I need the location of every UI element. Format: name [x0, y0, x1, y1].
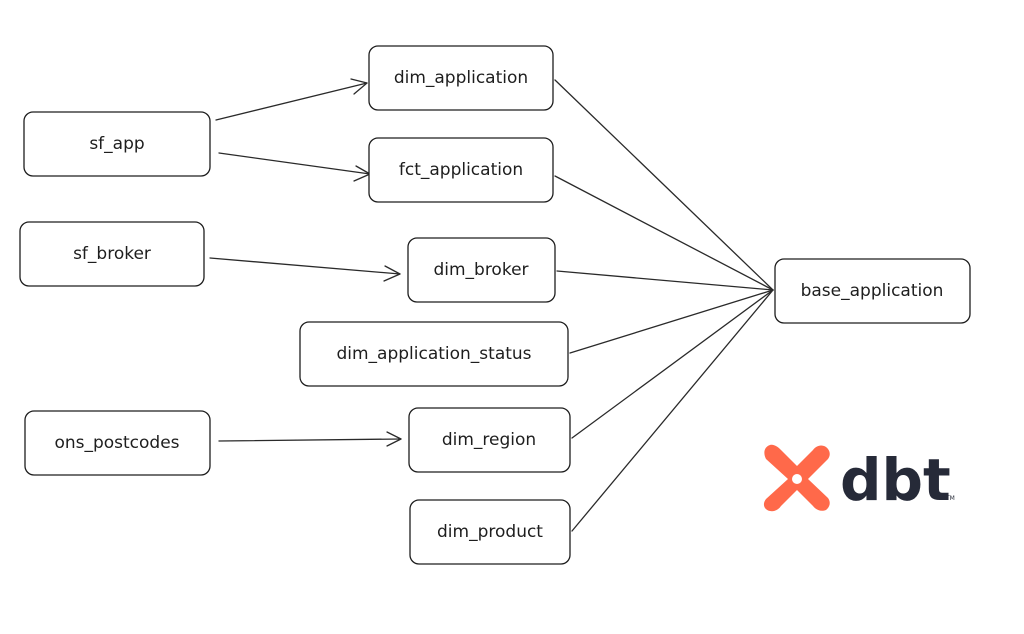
dbt-logo-icon	[763, 444, 830, 512]
edge-dim-broker-to-base-application	[556, 270, 774, 291]
node-label: dim_broker	[433, 260, 528, 280]
node-label: dim_product	[437, 522, 543, 542]
edge-sf-broker-to-dim-broker	[209, 257, 401, 282]
node-dim-broker[interactable]: dim_broker	[407, 237, 556, 303]
edges	[209, 78, 774, 532]
edge-ons-postcodes-to-dim-region	[218, 431, 402, 447]
node-ons-postcodes[interactable]: ons_postcodes	[24, 410, 211, 476]
node-dim-application-status[interactable]: dim_application_status	[299, 321, 569, 387]
node-label: dim_region	[442, 430, 536, 450]
node-dim-application[interactable]: dim_application	[368, 45, 554, 111]
edge-sf-app-to-dim-application	[215, 78, 368, 121]
node-label: fct_application	[399, 160, 523, 180]
edge-dim-region-to-base-application	[571, 289, 774, 439]
node-label: sf_app	[89, 134, 144, 154]
node-dim-product[interactable]: dim_product	[409, 499, 571, 565]
node-dim-region[interactable]: dim_region	[408, 407, 571, 473]
node-sf-broker[interactable]: sf_broker	[19, 221, 205, 287]
node-label: base_application	[801, 281, 944, 301]
edge-sf-app-to-fct-application	[218, 152, 371, 182]
node-fct-application[interactable]: fct_application	[368, 137, 554, 203]
edge-dim-application-status-to-base-application	[569, 289, 774, 354]
node-label: dim_application_status	[336, 344, 531, 364]
dbt-wordmark: dbt	[840, 446, 951, 514]
edge-dim-application-to-base-application	[554, 79, 774, 291]
edge-dim-product-to-base-application	[571, 289, 774, 532]
node-label: ons_postcodes	[54, 433, 179, 453]
node-sf-app[interactable]: sf_app	[23, 111, 211, 177]
node-label: sf_broker	[73, 244, 151, 264]
edge-fct-application-to-base-application	[554, 175, 774, 291]
dbt-logo: dbt TM	[763, 444, 955, 514]
node-base-application[interactable]: base_application	[774, 258, 971, 324]
node-label: dim_application	[394, 68, 528, 88]
trademark-symbol: TM	[945, 495, 955, 502]
